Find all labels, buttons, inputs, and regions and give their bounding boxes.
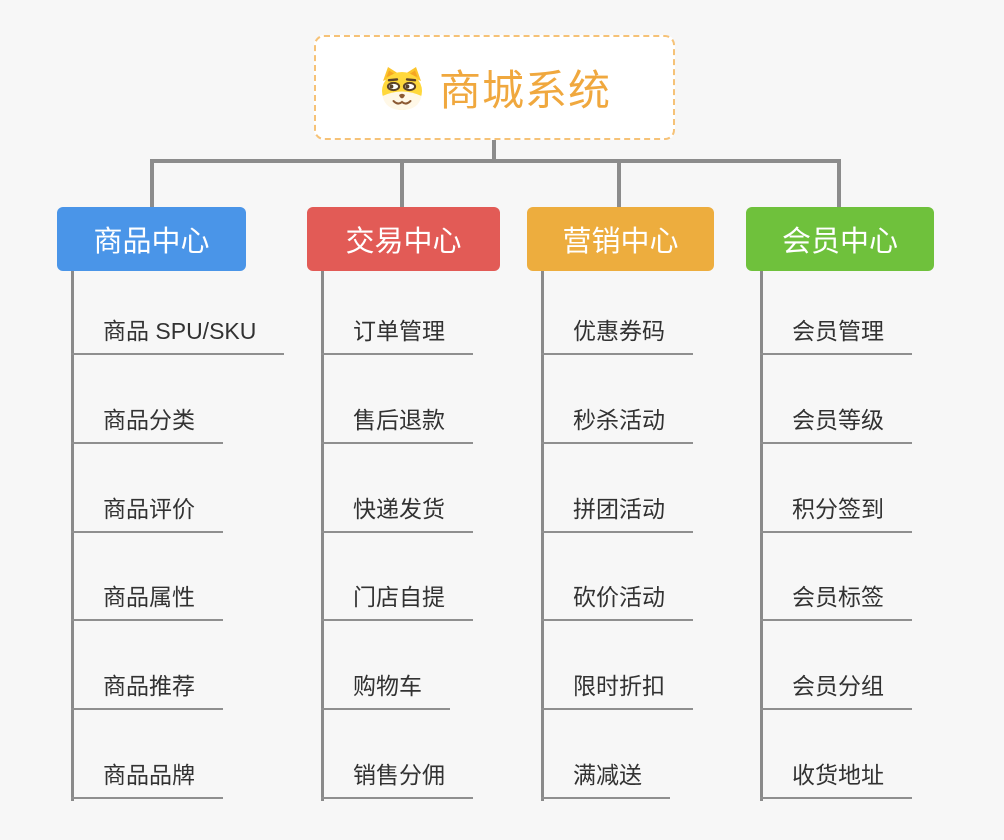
leaf-node[interactable]: 满减送: [541, 753, 670, 799]
leaf-node[interactable]: 收货地址: [760, 753, 912, 799]
leaf-node[interactable]: 购物车: [321, 664, 450, 710]
root-node-title: 商城系统: [438, 67, 611, 114]
leaf-node[interactable]: 商品 SPU/SKU: [71, 309, 285, 355]
leaf-node[interactable]: 商品品牌: [71, 753, 223, 799]
leaf-node[interactable]: 商品推荐: [71, 664, 223, 710]
root-node[interactable]: 商城系统: [314, 35, 675, 140]
leaf-node[interactable]: 售后退款: [321, 398, 473, 444]
leaf-node[interactable]: 拼团活动: [541, 487, 693, 533]
branch-connector-drop: [837, 159, 841, 207]
leaf-node[interactable]: 商品属性: [71, 575, 223, 621]
branch-connector-drop: [150, 159, 154, 207]
leaf-node[interactable]: 会员分组: [760, 664, 912, 710]
leaf-node[interactable]: 砍价活动: [541, 575, 693, 621]
branch-node-product-center[interactable]: 商品中心: [57, 207, 246, 271]
leaf-node[interactable]: 会员标签: [760, 575, 912, 621]
leaf-node[interactable]: 商品评价: [71, 487, 223, 533]
leaf-node[interactable]: 订单管理: [321, 309, 473, 355]
branch-node-member-center[interactable]: 会员中心: [746, 207, 934, 271]
leaf-node[interactable]: 秒杀活动: [541, 398, 693, 444]
branch-trunk-line: [71, 271, 74, 801]
branch-trunk-line: [760, 271, 763, 801]
branch-connector-drop: [400, 159, 404, 207]
leaf-node[interactable]: 优惠券码: [541, 309, 693, 355]
leaf-node[interactable]: 销售分佣: [321, 753, 473, 799]
leaf-node[interactable]: 快递发货: [321, 487, 473, 533]
leaf-node[interactable]: 会员等级: [760, 398, 912, 444]
leaf-node[interactable]: 积分签到: [760, 487, 912, 533]
leaf-node[interactable]: 会员管理: [760, 309, 912, 355]
branch-node-marketing-center[interactable]: 营销中心: [527, 207, 714, 271]
branch-node-trade-center[interactable]: 交易中心: [307, 207, 500, 271]
dog-face-icon: [381, 66, 422, 110]
leaf-node[interactable]: 门店自提: [321, 575, 473, 621]
branch-trunk-line: [541, 271, 544, 801]
branch-connector-drop: [617, 159, 621, 207]
root-connector-stub: [492, 140, 496, 163]
leaf-node[interactable]: 限时折扣: [541, 664, 693, 710]
leaf-node[interactable]: 商品分类: [71, 398, 223, 444]
branch-trunk-line: [321, 271, 324, 801]
branch-connector-bar: [150, 159, 841, 163]
